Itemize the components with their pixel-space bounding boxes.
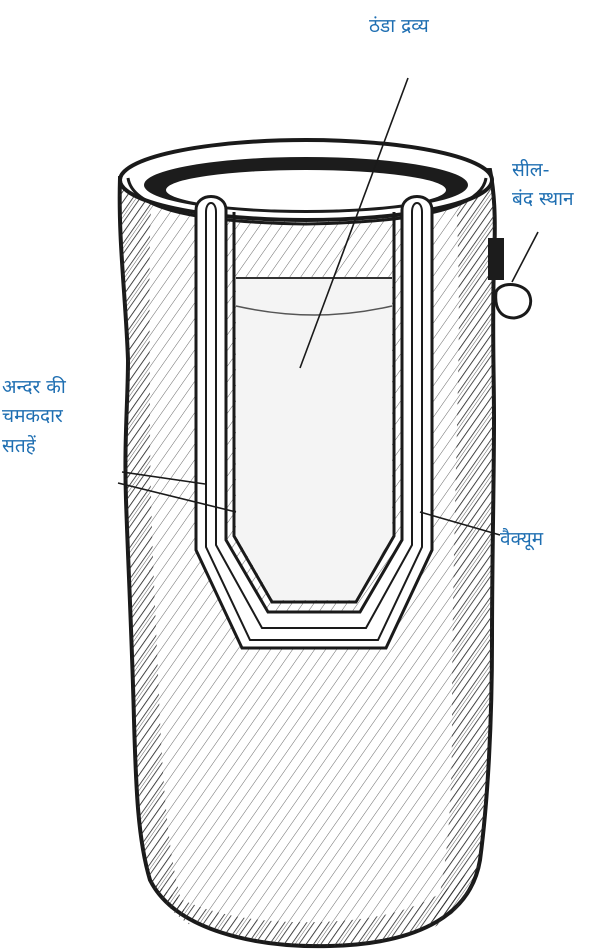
- label-inner-shiny-surfaces: अन्दर की चमकदार सतहें: [2, 373, 66, 461]
- leader-sealed-place: [512, 232, 538, 282]
- cold-liquid: [236, 278, 392, 600]
- label-sealed-place: सील- बंद स्थान: [512, 156, 574, 215]
- label-sealed-place-line-2: बंद स्थान: [512, 185, 574, 214]
- label-cold-liquid: ठंडा द्रव्य: [369, 12, 429, 41]
- label-inner-shiny-surfaces-line-1: अन्दर की: [2, 373, 66, 402]
- label-vacuum: वैक्यूम: [500, 525, 543, 554]
- flask-rim: [120, 140, 492, 224]
- label-inner-shiny-surfaces-line-2: चमकदार: [2, 402, 66, 431]
- label-inner-shiny-surfaces-line-3: सतहें: [2, 432, 66, 461]
- label-vacuum-text: वैक्यूम: [500, 525, 543, 554]
- label-sealed-place-line-1: सील-: [512, 156, 574, 185]
- label-cold-liquid-text: ठंडा द्रव्य: [369, 12, 429, 41]
